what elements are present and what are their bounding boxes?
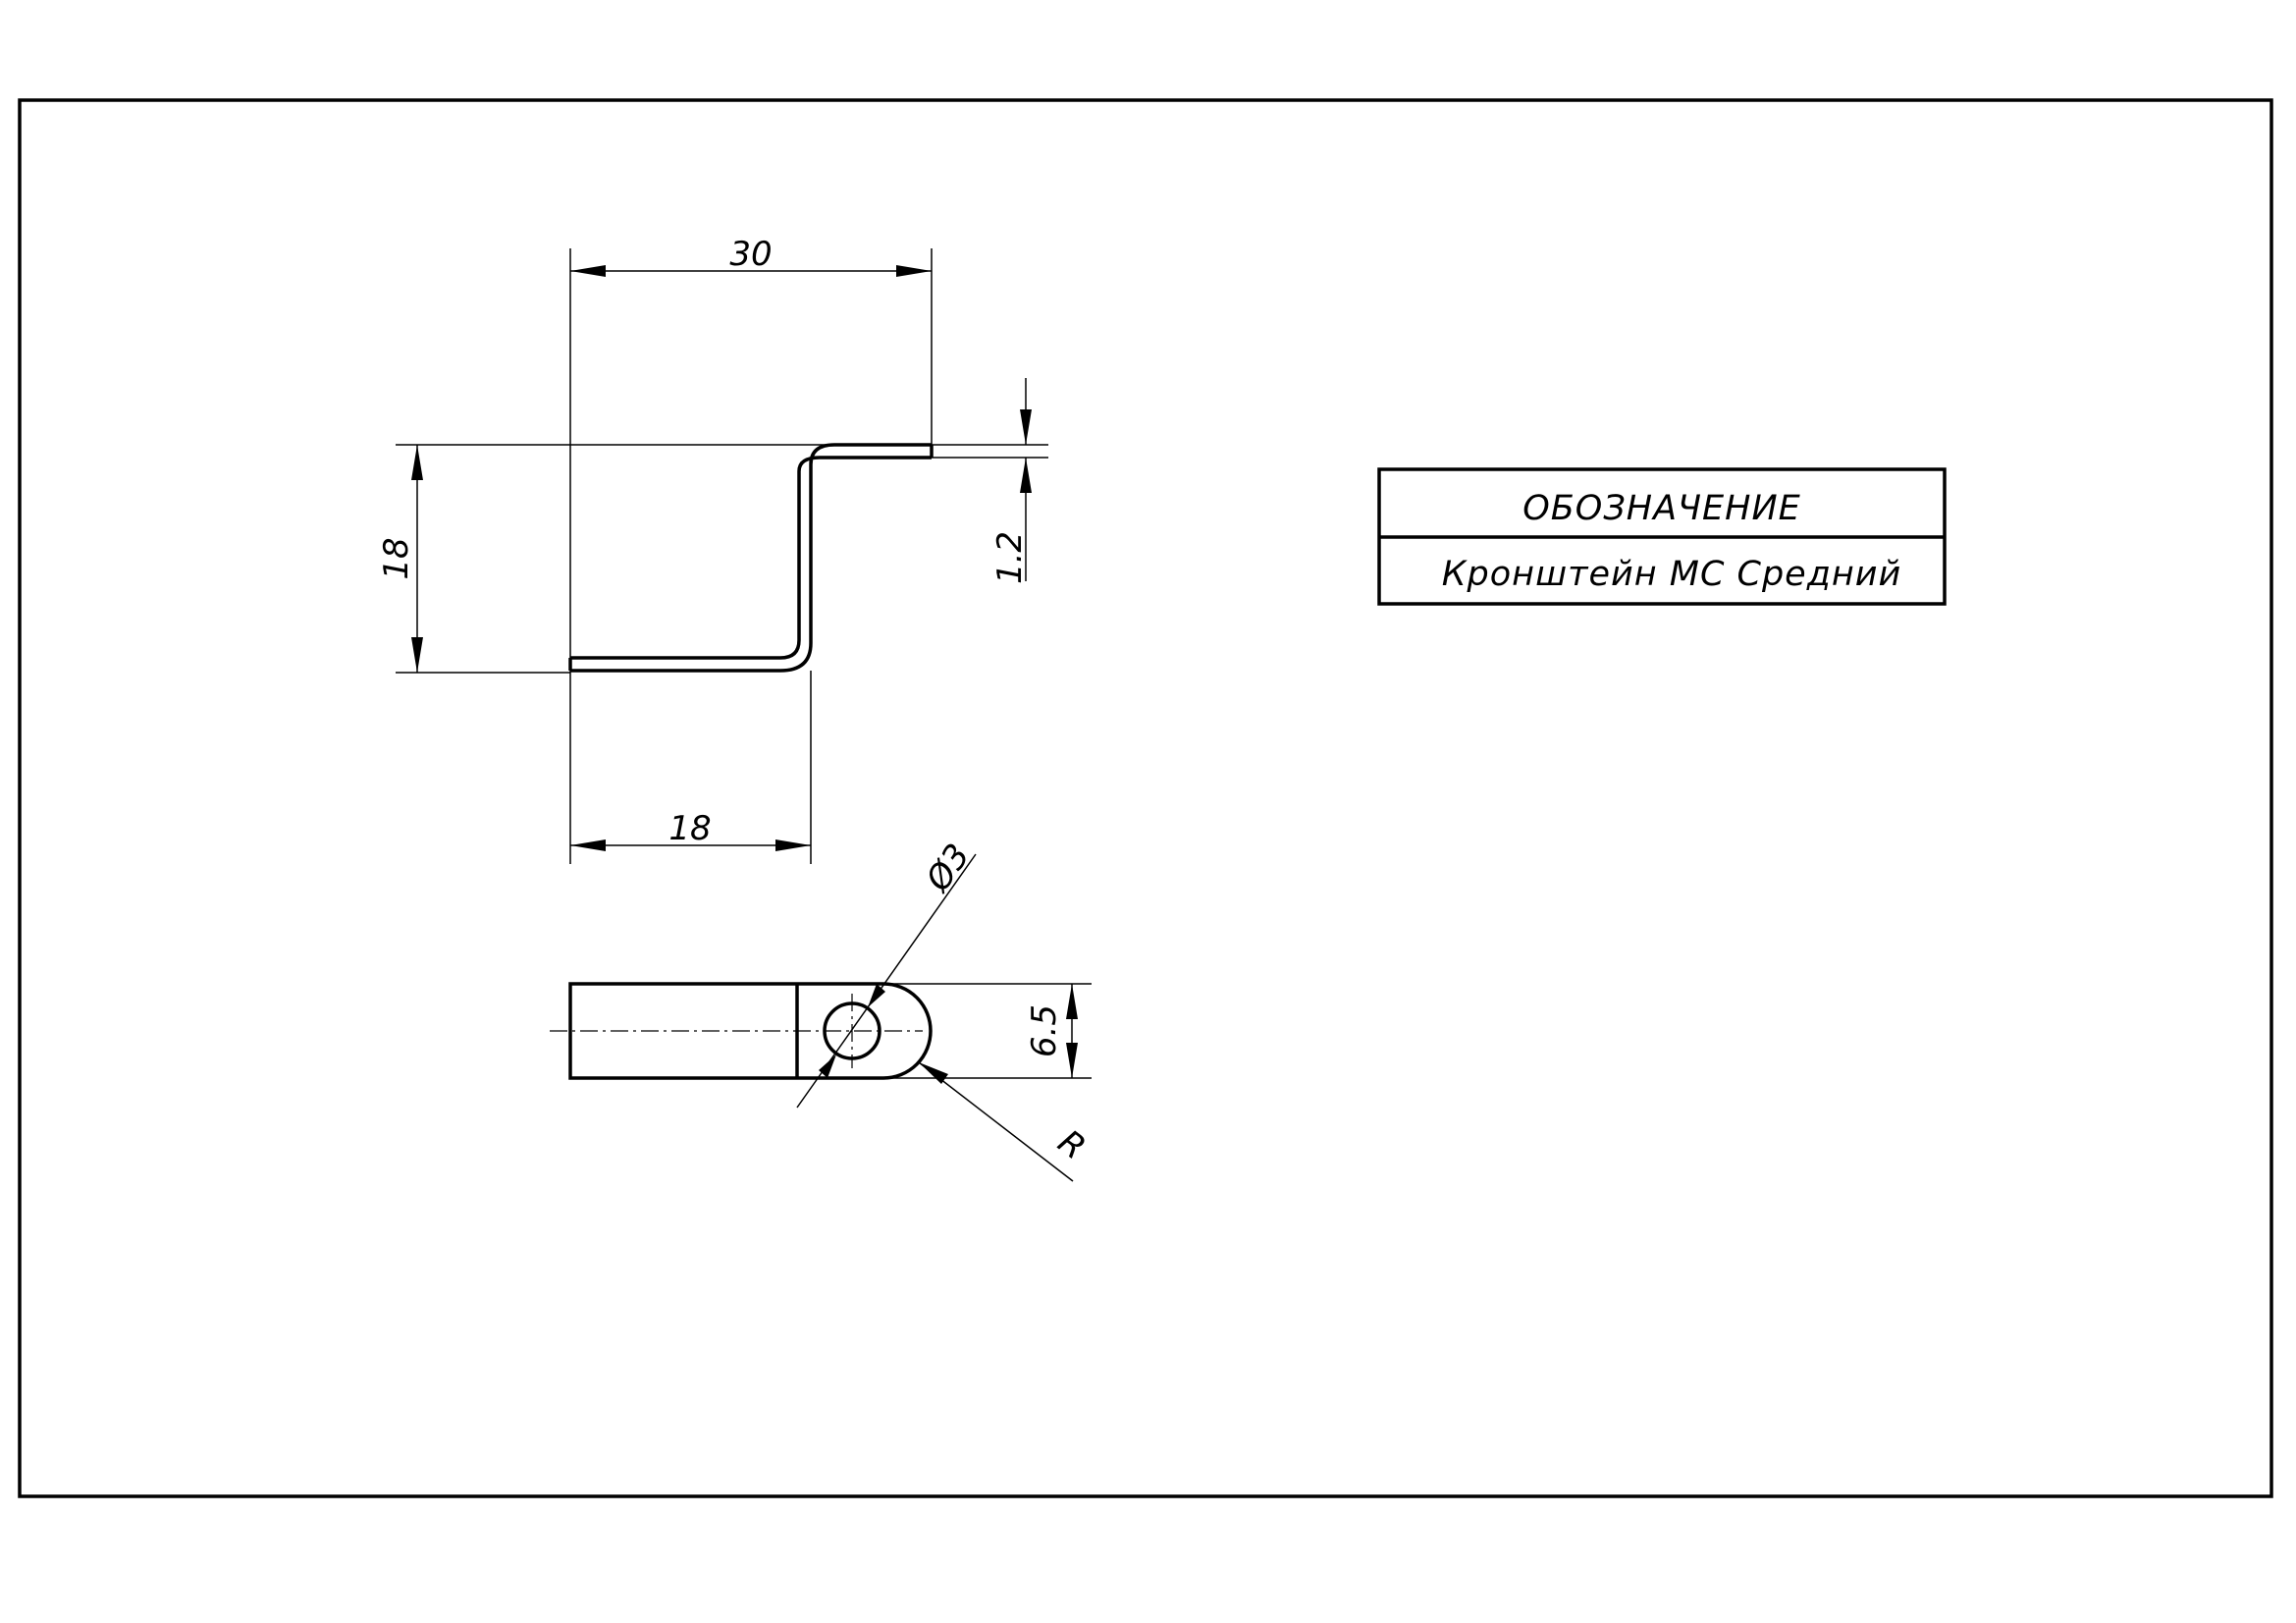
dim-width-bottom-label: 18	[668, 809, 711, 848]
dim-radius: R	[918, 1061, 1093, 1182]
title-block-header: ОБОЗНАЧЕНИЕ	[1522, 489, 1801, 528]
sheet-frame	[18, 98, 2273, 1498]
title-block: ОБОЗНАЧЕНИЕ Кронштейн МС Средний	[1377, 467, 1947, 606]
dim-width-bottom: 18	[570, 809, 811, 851]
dim-height-label: 18	[377, 537, 416, 579]
title-block-name: Кронштейн МС Средний	[1442, 555, 1902, 594]
top-view	[550, 982, 933, 1080]
extension-lines	[396, 248, 1048, 864]
dim-radius-label: R	[1050, 1122, 1093, 1167]
tab-outline	[568, 982, 933, 1080]
bracket-profile-outer	[570, 443, 932, 673]
bracket-profile-inner	[570, 456, 932, 660]
dim-height: 18	[377, 445, 423, 673]
dim-tab-width-label: 6.5	[1025, 1004, 1064, 1057]
side-view	[568, 443, 934, 673]
dim-tab-width: 6.5	[883, 983, 1092, 1079]
dim-hole-diameter-label: Ø3	[918, 837, 979, 899]
dim-width-top: 30	[570, 235, 932, 277]
dim-thickness: 1.2	[990, 378, 1032, 584]
dim-thickness-label: 1.2	[990, 531, 1030, 584]
dim-hole-diameter: Ø3	[796, 837, 979, 1109]
dim-width-top-label: 30	[729, 235, 772, 274]
